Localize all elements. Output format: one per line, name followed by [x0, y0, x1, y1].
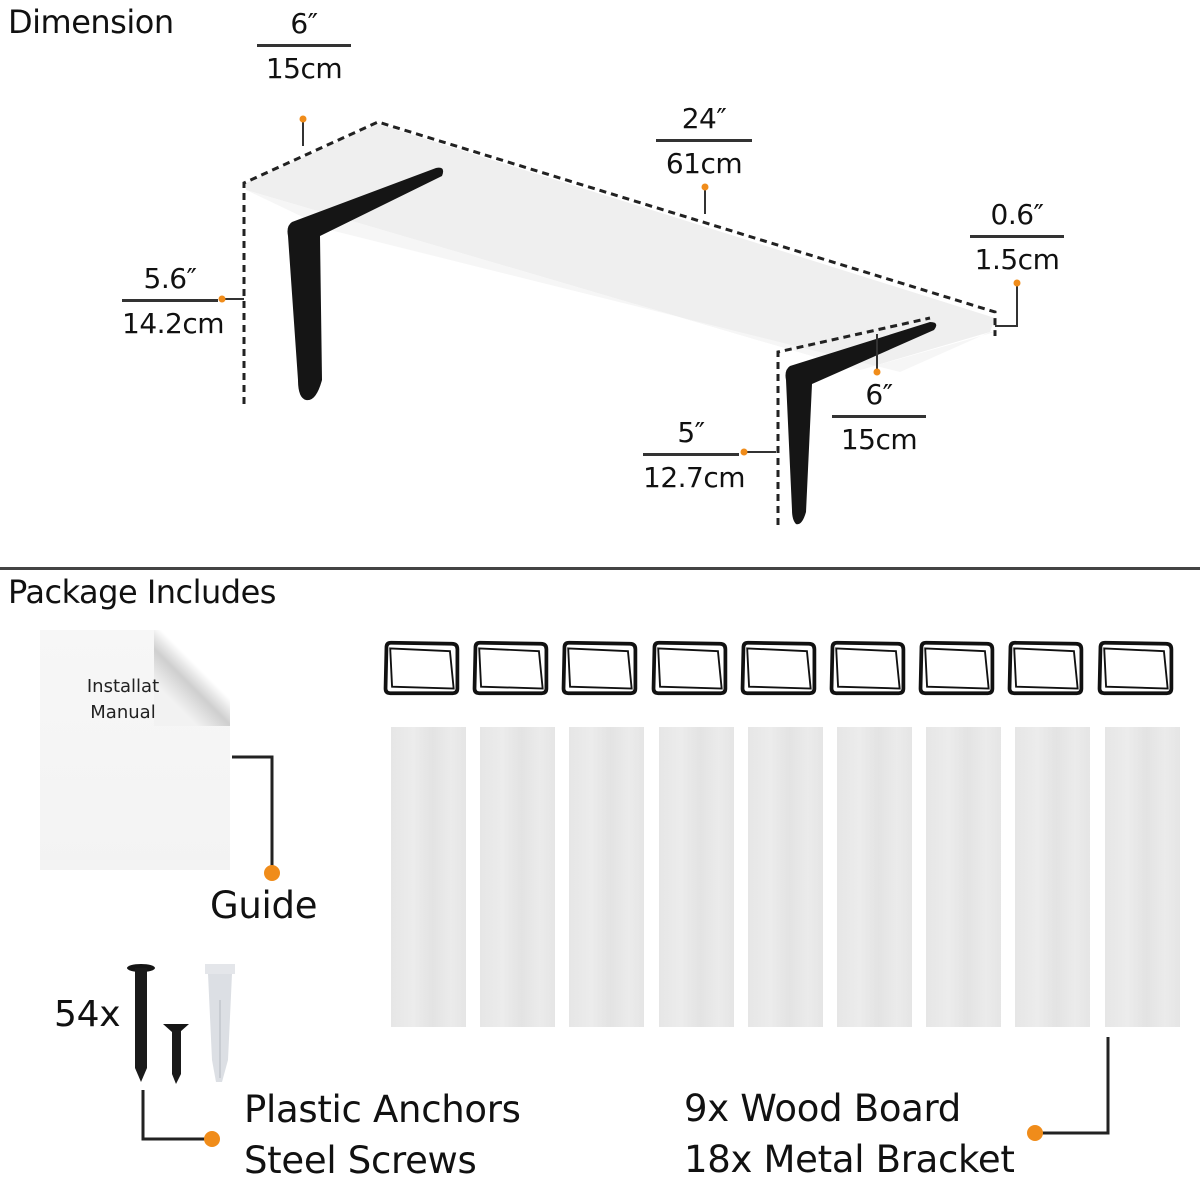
metal-bracket-icon — [383, 640, 460, 696]
installation-manual-icon: Installat Manual — [40, 630, 230, 870]
dot-bracket-drop — [740, 448, 748, 456]
metal-bracket-icon — [1097, 640, 1173, 696]
dot-guide — [264, 865, 280, 881]
wood-board — [480, 727, 556, 1027]
hardware-caption-line-1: Plastic Anchors — [244, 1088, 521, 1131]
label-bracket-arm: 6″ 15cm — [832, 381, 926, 454]
metal-bracket-icon — [1008, 640, 1084, 696]
label-bracket-height: 5.6″ 14.2cm — [122, 262, 225, 340]
wood-board — [747, 727, 823, 1027]
dot-shelf-thickness — [1013, 279, 1021, 287]
dimension-title: Dimension — [8, 3, 174, 41]
hardware-count: 54x — [54, 994, 121, 1035]
label-shelf-thickness: 0.6″ 1.5cm — [970, 201, 1064, 274]
shelf-board-top — [246, 124, 995, 370]
short-screw-icon — [163, 1024, 189, 1084]
boards-caption-line-2: 18x Metal Bracket — [684, 1138, 1015, 1182]
metal-bracket-icon — [472, 640, 549, 696]
metal-bracket-icon — [740, 640, 817, 696]
fraction-rule — [656, 139, 752, 142]
wood-board — [1104, 727, 1180, 1027]
fraction-rule — [643, 453, 739, 456]
fraction-rule — [832, 415, 926, 418]
guide-label: Guide — [210, 884, 318, 927]
label-shelf-length: 24″ 61cm — [656, 105, 752, 178]
shelf-outline-dashed — [242, 120, 997, 404]
hardware-caption-line-2: Steel Screws — [244, 1139, 477, 1183]
wood-board — [391, 727, 466, 1027]
dot-bracket-arm — [873, 368, 881, 376]
wood-board — [837, 727, 912, 1027]
wood-board — [926, 727, 1002, 1027]
leader-boards — [1040, 1037, 1110, 1135]
dot-boards — [1027, 1125, 1043, 1141]
fraction-rule — [970, 235, 1064, 238]
boards-caption-line-1: 9x Wood Board — [684, 1087, 961, 1130]
metal-bracket-icon — [562, 640, 638, 696]
page-curl — [154, 630, 230, 726]
wood-board — [658, 727, 734, 1027]
metal-bracket-icon — [918, 640, 995, 696]
boards-caption: 9x Wood Board 18x Metal Bracket — [684, 1083, 1015, 1185]
manual-line-2: Manual — [90, 702, 156, 723]
dot-hardware — [204, 1131, 220, 1147]
right-bracket-icon — [785, 322, 937, 525]
section-divider — [0, 567, 1200, 570]
plastic-anchor-icon — [205, 964, 235, 1082]
leader-hardware — [141, 1090, 210, 1141]
leader-guide — [232, 755, 274, 872]
metal-bracket-icon — [651, 640, 727, 696]
metal-bracket-icon — [829, 640, 906, 696]
label-bracket-drop: 5″ 12.7cm — [643, 416, 746, 494]
shelf-board-underside — [246, 190, 995, 372]
wood-board — [1015, 727, 1091, 1027]
wood-board — [569, 727, 645, 1027]
hardware-caption: Plastic Anchors Steel Screws — [244, 1084, 521, 1186]
left-bracket-icon — [287, 167, 444, 401]
fraction-rule — [257, 44, 351, 47]
dot-shelf-depth — [299, 115, 307, 123]
label-shelf-depth: 6″ 15cm — [257, 10, 351, 83]
right-bracket-outline-dashed — [776, 316, 931, 525]
shelf-dimension-diagram — [218, 115, 1021, 525]
manual-line-1: Installat — [86, 676, 160, 697]
long-screw-icon — [127, 964, 155, 1082]
dot-shelf-length — [701, 183, 709, 191]
package-title: Package Includes — [8, 573, 276, 611]
leader-shelf-thickness — [995, 283, 1018, 327]
dot-bracket-height — [218, 295, 226, 303]
fraction-rule — [122, 299, 218, 302]
